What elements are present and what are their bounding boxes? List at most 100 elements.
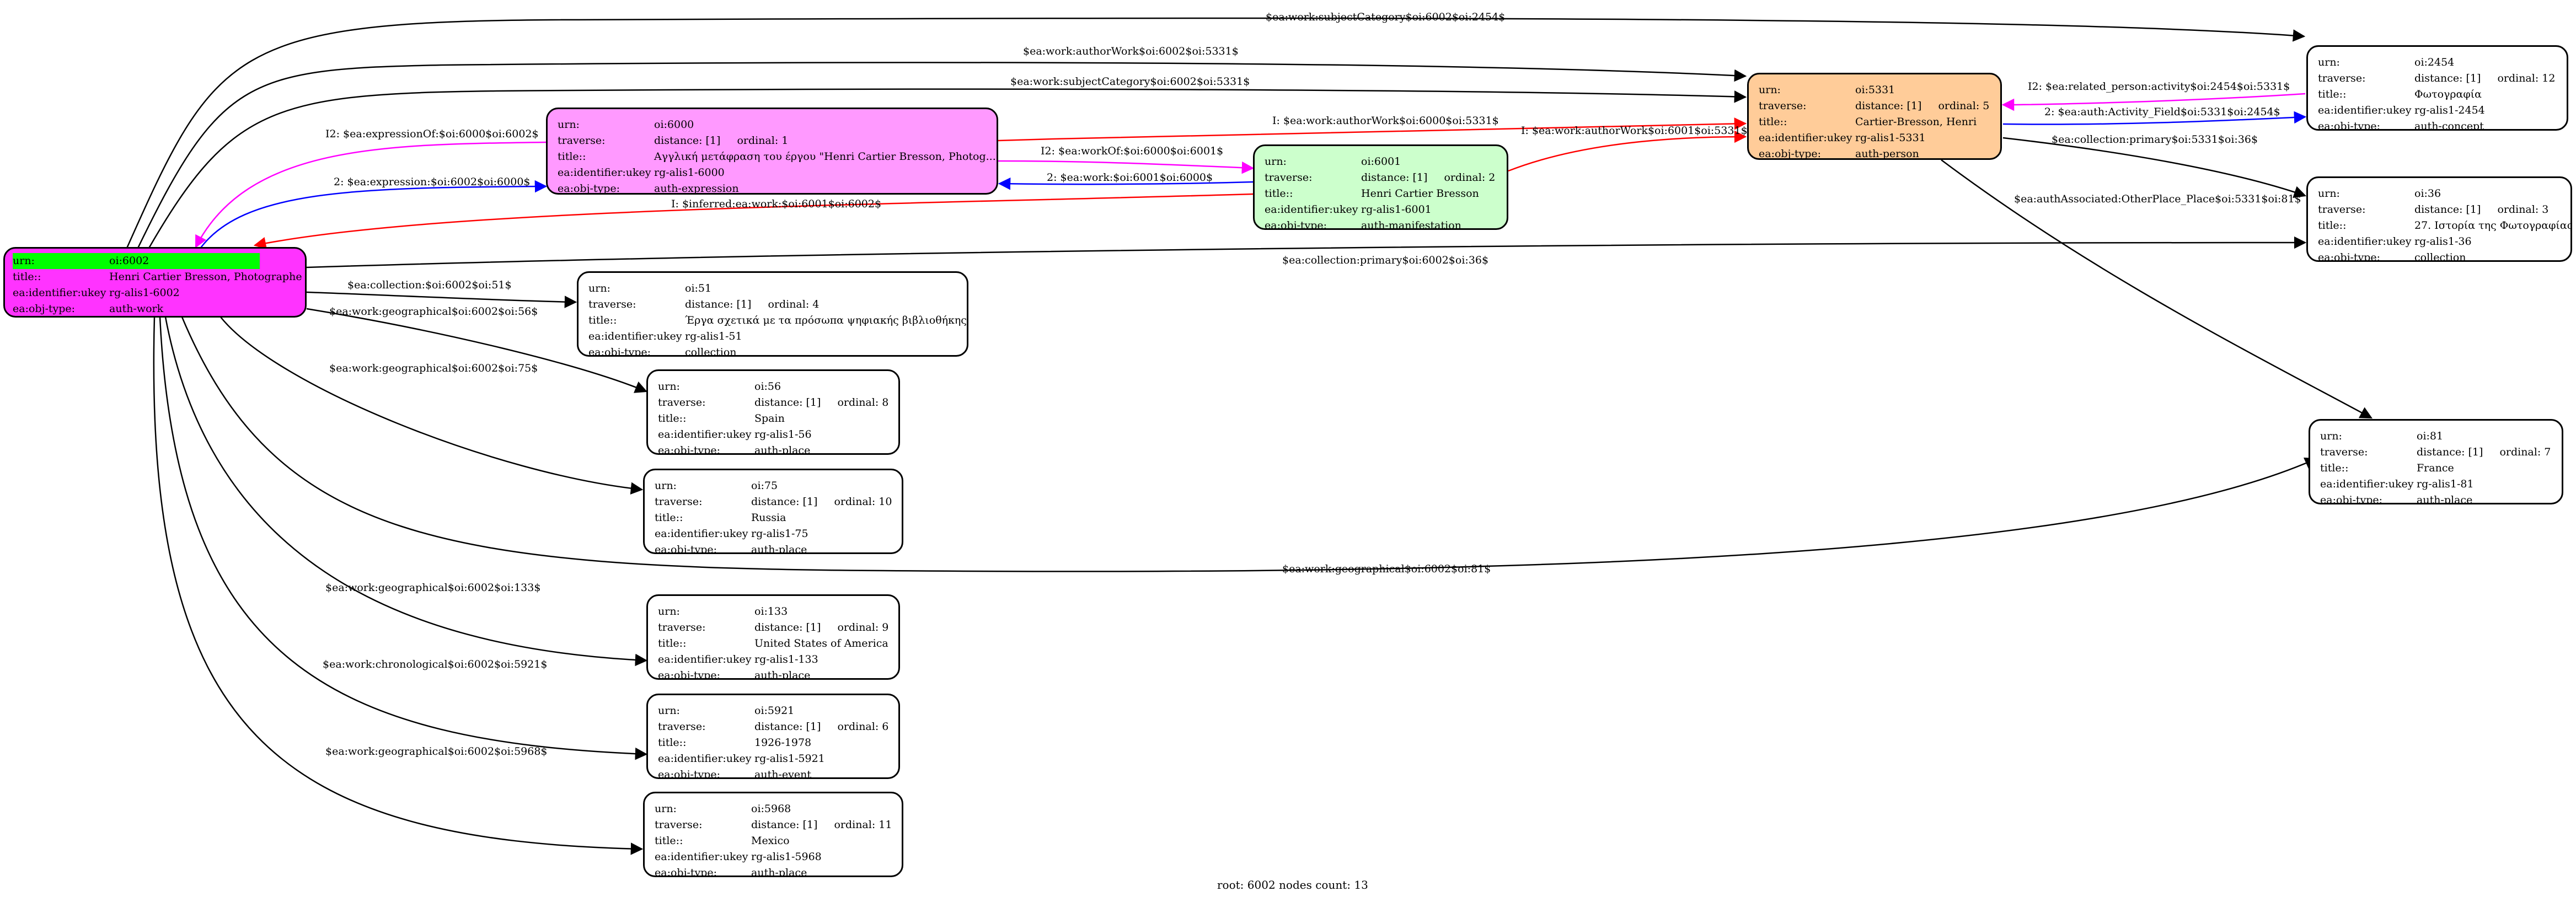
edge-collection-51 <box>306 291 577 308</box>
node-75[interactable]: urn:oi:75 traverse:distance: [1]ordinal:… <box>643 469 903 554</box>
traverse-label: traverse: <box>658 396 706 409</box>
edge-label-geo-5968: $ea:work:geographical$oi:6002$oi:5968$ <box>325 745 548 758</box>
title-label: title:: <box>2318 88 2347 100</box>
ukey-label: ea:identifier:ukey <box>588 330 682 342</box>
edge-author-work-6001 <box>1508 130 1747 172</box>
node-title: Αγγλική μετάφραση του έργου "Henri Carti… <box>654 151 996 163</box>
edge-expression <box>199 180 548 250</box>
edge-label-work-of: I2: $ea:workOf:$oi:6000$oi:6001$ <box>1041 145 1223 157</box>
node-title: United States of America <box>754 637 888 649</box>
edge-geo-75 <box>220 316 644 495</box>
ukey-label: ea:identifier:ukey <box>1265 203 1358 216</box>
edge-geo-5968 <box>153 316 644 855</box>
node-6002[interactable]: urn: oi:6002 title::Henri Cartier Bresso… <box>3 247 307 318</box>
traverse-label: traverse: <box>655 496 703 508</box>
title-label: title:: <box>13 271 41 283</box>
node-urn: oi:81 <box>2417 430 2444 442</box>
title-label: title:: <box>1759 116 1787 128</box>
edge-chrono-5921 <box>159 316 648 760</box>
node-objtype: auth-place <box>751 544 807 554</box>
urn-highlight-row: urn: oi:6002 <box>13 253 260 269</box>
node-5331[interactable]: urn:oi:5331 traverse:distance: [1]ordina… <box>1747 73 2002 160</box>
node-5968[interactable]: urn:oi:5968 traverse:distance: [1]ordina… <box>643 792 903 877</box>
traverse-label: traverse: <box>1265 171 1313 184</box>
node-36[interactable]: urn:oi:36 traverse:distance: [1]ordinal:… <box>2306 176 2572 262</box>
urn-label: urn: <box>655 480 677 492</box>
traverse-label: traverse: <box>588 298 636 310</box>
edge-label-author-work-6000: I: $ea:work:authorWork$oi:6000$oi:5331$ <box>1272 115 1499 127</box>
node-ukey: rg-alis1-6000 <box>654 166 725 179</box>
node-ordinal: ordinal: 11 <box>834 819 892 831</box>
node-title: Henri Cartier Bresson, Photographe <box>109 271 302 283</box>
traverse-label: traverse: <box>655 819 703 831</box>
edge-label-other-place: $ea:authAssociated:OtherPlace_Place$oi:5… <box>2014 193 2301 205</box>
title-label: title:: <box>588 314 617 326</box>
ukey-label: ea:identifier:ukey <box>658 428 752 441</box>
edge-label-activity-field: 2: $ea:auth:Activity_Field$oi:5331$oi:24… <box>2044 106 2280 118</box>
node-6000[interactable]: urn:oi:6000 traverse:distance: [1]ordina… <box>546 108 998 195</box>
edge-subject-category-5331 <box>148 88 1747 249</box>
node-2454[interactable]: urn:oi:2454 traverse:distance: [1]ordina… <box>2306 45 2568 131</box>
objtype-label: ea:obj-type: <box>13 303 76 315</box>
title-label: title:: <box>655 835 683 847</box>
edge-work-of <box>998 160 1255 174</box>
node-title: Cartier-Bresson, Henri <box>1855 116 1977 128</box>
objtype-label: ea:obj-type: <box>655 867 717 877</box>
node-title: Russia <box>751 512 786 524</box>
node-ukey: rg-alis1-36 <box>2414 235 2472 248</box>
node-81[interactable]: urn:oi:81 traverse:distance: [1]ordinal:… <box>2309 419 2563 504</box>
node-urn: oi:6000 <box>654 119 694 131</box>
node-urn: oi:5921 <box>754 705 795 717</box>
node-ordinal: ordinal: 6 <box>837 721 889 733</box>
ukey-label: ea:identifier:ukey <box>558 166 651 179</box>
node-title: 27. Ιστορία της Φωτογραφίας <box>2414 219 2572 232</box>
ukey-label: ea:identifier:ukey <box>658 653 752 665</box>
objtype-label: ea:obj-type: <box>588 346 651 357</box>
node-6001[interactable]: urn:oi:6001 traverse:distance: [1]ordina… <box>1253 144 1508 230</box>
urn-label: urn: <box>658 380 680 393</box>
edge-label-subject-category-2454: $ea:work:subjectCategory$oi:6002$oi:2454… <box>1266 11 1505 23</box>
node-traverse: distance: [1] <box>751 496 818 508</box>
node-urn: oi:56 <box>754 380 781 393</box>
urn-label: urn: <box>658 605 680 617</box>
ukey-label: ea:identifier:ukey <box>2320 478 2414 490</box>
node-5921[interactable]: urn:oi:5921 traverse:distance: [1]ordina… <box>646 694 900 779</box>
traverse-label: traverse: <box>1759 100 1807 112</box>
node-ordinal: ordinal: 8 <box>837 396 889 409</box>
edge-label-related-person: I2: $ea:related_person:activity$oi:2454$… <box>2028 80 2290 93</box>
node-ordinal: ordinal: 2 <box>1444 171 1496 184</box>
title-label: title:: <box>658 412 687 425</box>
title-label: title:: <box>2318 219 2347 232</box>
node-traverse: distance: [1] <box>654 135 721 147</box>
node-traverse: distance: [1] <box>685 298 752 310</box>
traverse-label: traverse: <box>658 721 706 733</box>
node-133[interactable]: urn:oi:133 traverse:distance: [1]ordinal… <box>646 594 900 680</box>
node-ordinal: ordinal: 4 <box>768 298 820 310</box>
node-urn: oi:6002 <box>109 255 149 267</box>
edge-label-work-6001: 2: $ea:work:$oi:6001$oi:6000$ <box>1047 171 1213 184</box>
objtype-label: ea:obj-type: <box>1759 148 1822 160</box>
node-objtype: auth-work <box>109 303 164 315</box>
edge-label-collection-51: $ea:collection:$oi:6002$oi:51$ <box>347 279 512 291</box>
edge-label-inferred-work: I: $inferred:ea:work:$oi:6001$oi:6002$ <box>671 198 881 210</box>
ukey-label: ea:identifier:ukey <box>655 851 748 863</box>
node-objtype: collection <box>685 346 737 357</box>
node-56[interactable]: urn:oi:56 traverse:distance: [1]ordinal:… <box>646 369 900 455</box>
node-title: Φωτογραφία <box>2414 88 2482 100</box>
traverse-label: traverse: <box>2318 72 2366 84</box>
node-objtype: auth-person <box>1855 148 1919 160</box>
edge-label-subject-category-5331: $ea:work:subjectCategory$oi:6002$oi:5331… <box>1010 76 1250 88</box>
traverse-label: traverse: <box>558 135 606 147</box>
traverse-label: traverse: <box>2318 203 2366 216</box>
edge-expression-of <box>195 141 547 249</box>
node-51[interactable]: urn:oi:51 traverse:distance: [1]ordinal:… <box>577 271 968 357</box>
node-objtype: auth-manifestation <box>1361 219 1461 230</box>
node-traverse: distance: [1] <box>2417 446 2483 458</box>
objtype-label: ea:obj-type: <box>1265 219 1327 230</box>
edge-label-geo-133: $ea:work:geographical$oi:6002$oi:133$ <box>325 582 540 594</box>
node-ukey: rg-alis1-81 <box>2417 478 2474 490</box>
edge-label-geo-75: $ea:work:geographical$oi:6002$oi:75$ <box>329 362 538 374</box>
ukey-label: ea:identifier:ukey <box>13 287 106 299</box>
node-ukey: rg-alis1-5331 <box>1855 132 1926 144</box>
urn-label: urn: <box>658 705 680 717</box>
